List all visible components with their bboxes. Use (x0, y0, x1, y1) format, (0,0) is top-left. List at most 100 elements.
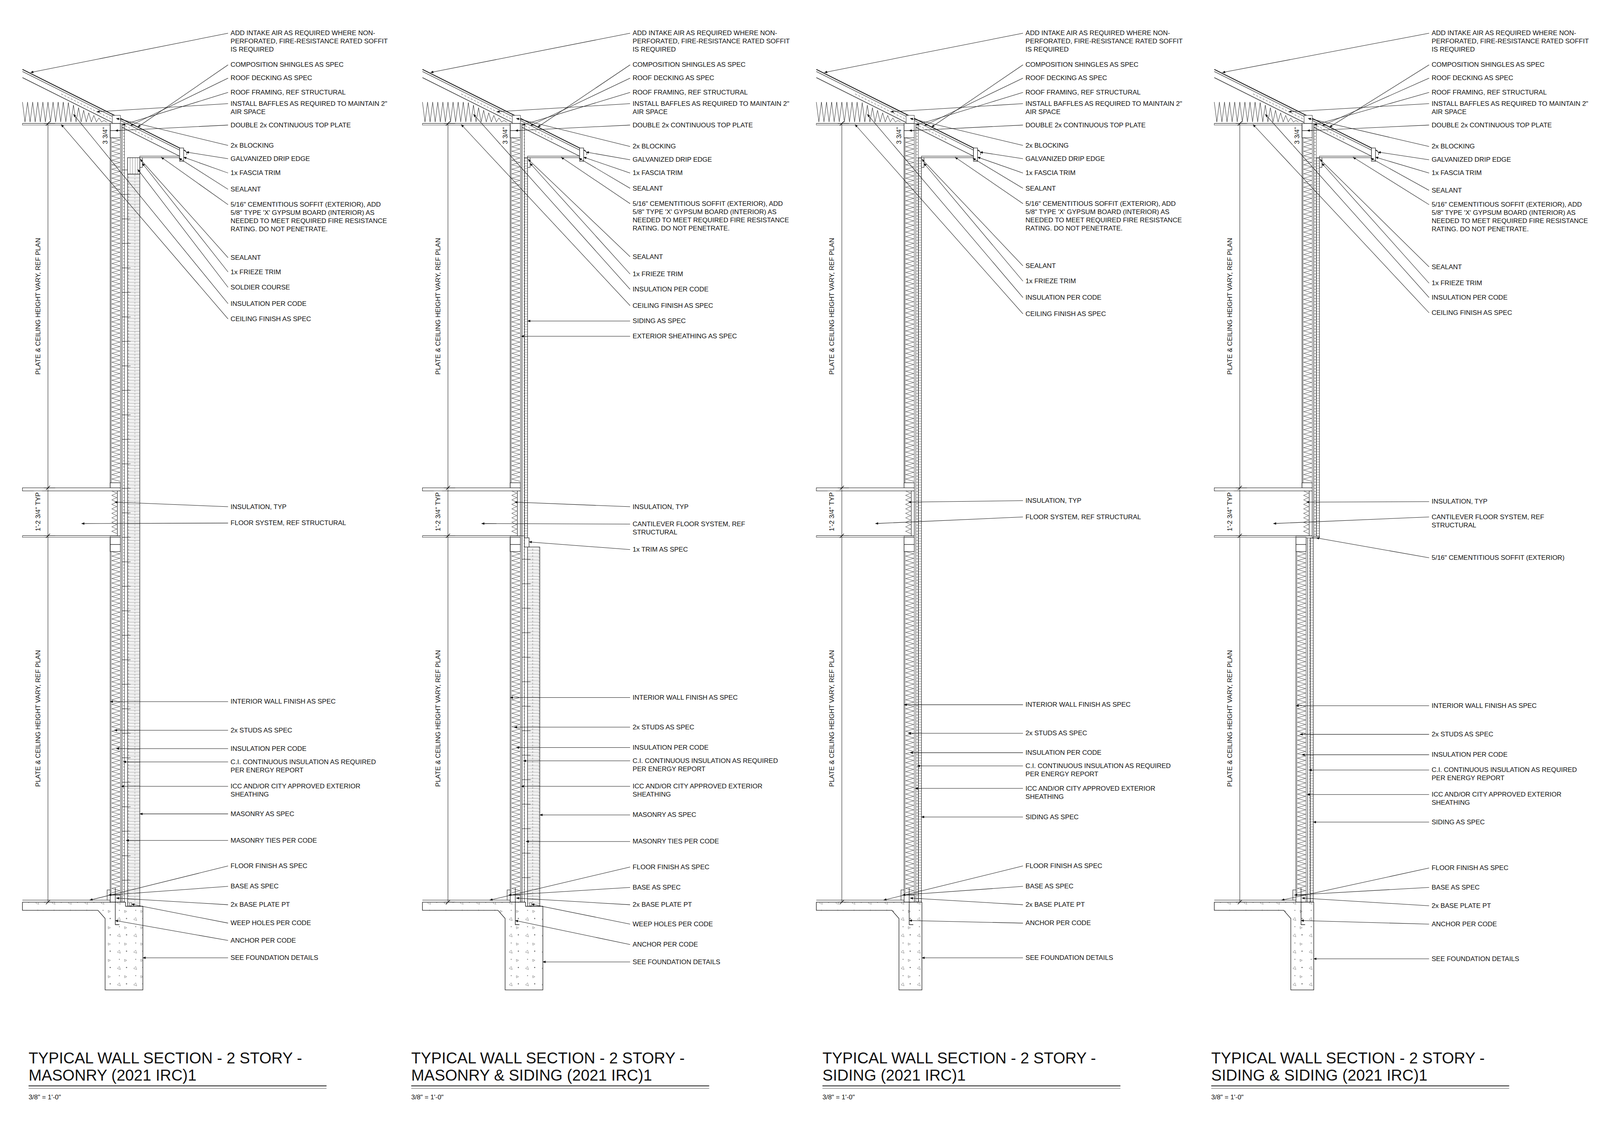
callout-label: 5/16" CEMENTITIOUS SOFFIT (EXTERIOR), AD… (1025, 199, 1184, 233)
callout-label: SEE FOUNDATION DETAILS (1431, 954, 1590, 963)
masonry-veneer (127, 157, 140, 907)
dimension-tick (1237, 485, 1242, 490)
leader-line (121, 785, 229, 787)
extension-line (443, 901, 456, 903)
dimension-tick (1237, 121, 1242, 126)
dimension-line (1239, 123, 1240, 902)
floor-depth-dimension: 1'-2 3/4" TYP (33, 491, 42, 533)
leader-line (561, 157, 631, 204)
continuous-insulation (521, 535, 525, 902)
leader-line (142, 957, 229, 958)
title-underline (822, 1085, 1121, 1087)
height-dimension: PLATE & CEILING HEIGHT VARY, REF PLAN (33, 236, 42, 376)
scale-note: 3/8" = 1'-0" (1211, 1092, 1244, 1102)
leader-line (909, 920, 1024, 924)
leader-line (126, 840, 229, 841)
leader-line (910, 898, 1024, 905)
callout-label: 1x FRIEZE TRIM (230, 267, 389, 277)
dimension-line (841, 123, 843, 902)
callout-label: CEILING FINISH AS SPEC (1025, 309, 1184, 318)
ceiling-finish (816, 535, 905, 538)
fascia-trim (579, 148, 584, 162)
masonry-tie (121, 439, 131, 440)
callout-label: SEALANT (1025, 184, 1184, 193)
leader-line (142, 163, 228, 272)
callout-label: SEALANT (1431, 262, 1590, 272)
callout-label: 5/16" CEMENTITIOUS SOFFIT (EXTERIOR), AD… (632, 199, 792, 233)
callout-label: INTERIOR WALL FINISH AS SPEC (1025, 700, 1184, 709)
leader-line (115, 920, 229, 941)
foundation (422, 901, 543, 990)
title-underline (411, 1085, 710, 1087)
rafter-line (816, 77, 974, 157)
masonry-tie (121, 732, 131, 734)
extension-line (443, 487, 456, 488)
callout-label: INSULATION PER CODE (230, 299, 389, 308)
foundation (22, 901, 143, 990)
callout-label: CANTILEVER FLOOR SYSTEM, REF STRUCTURAL (1431, 512, 1590, 530)
frieze-trim (139, 157, 143, 168)
bottom-plate (510, 482, 521, 488)
lap-siding (1310, 537, 1314, 903)
heel-blocking (512, 115, 521, 124)
leader-line (916, 92, 1024, 126)
section-title: TYPICAL WALL SECTION - 2 STORY - SIDING … (1211, 1049, 1508, 1084)
masonry-tie (121, 537, 131, 538)
leader-line (123, 761, 229, 763)
masonry-tie (521, 558, 531, 560)
ceiling-finish (422, 535, 511, 538)
leader-line (430, 33, 631, 73)
leader-line (910, 752, 1024, 753)
scale-note: 3/8" = 1'-0" (28, 1092, 61, 1102)
callout-label: INTERIOR WALL FINISH AS SPEC (1431, 701, 1590, 710)
leader-line (586, 151, 631, 160)
leader-line (461, 124, 631, 306)
callout-label: SEALANT (1431, 186, 1590, 195)
rim-joist (911, 491, 915, 536)
callout-label: FLOOR FINISH AS SPEC (632, 862, 792, 872)
callout-label: ICC AND/OR CITY APPROVED EXTERIOR SHEATH… (230, 782, 389, 799)
ceiling-finish (1214, 123, 1303, 125)
callout-label: BASE AS SPEC (632, 883, 792, 892)
leader-line (1371, 158, 1430, 191)
leader-line (530, 163, 631, 274)
title-underline (822, 1088, 1121, 1089)
callout-label: SIDING AS SPEC (632, 316, 792, 325)
leader-line (116, 748, 229, 749)
masonry-tie (121, 463, 131, 465)
masonry-tie (121, 708, 131, 709)
leader-line (1353, 157, 1430, 205)
masonry-tie (121, 830, 131, 832)
continuous-insulation (521, 123, 525, 536)
height-dimension: PLATE & CEILING HEIGHT VARY, REF PLAN (1225, 236, 1234, 376)
masonry-tie (121, 561, 131, 563)
floor-finish (1214, 900, 1293, 901)
leader-line (526, 841, 631, 842)
top-plate (110, 123, 121, 131)
leader-line (131, 904, 229, 924)
callout-label: INTERIOR WALL FINISH AS SPEC (230, 697, 389, 706)
masonry-tie (121, 488, 131, 489)
masonry-tie (521, 877, 531, 878)
callout-label: ICC AND/OR CITY APPROVED EXTERIOR SHEATH… (1025, 784, 1184, 801)
callout-label: GALVANIZED DRIP EDGE (1431, 155, 1590, 164)
callout-label: ANCHOR PER CODE (1025, 918, 1184, 927)
callout-label: 2x BLOCKING (1025, 141, 1184, 150)
heel-dimension: 3 3/4" (101, 125, 110, 146)
leader-line (515, 920, 631, 945)
scale-note: 3/8" = 1'-0" (411, 1092, 444, 1102)
leader-line (516, 898, 631, 905)
shingle-line (1214, 69, 1378, 152)
masonry-tie (121, 316, 131, 318)
exterior-sheathing (120, 123, 122, 902)
height-dimension: PLATE & CEILING HEIGHT VARY, REF PLAN (827, 648, 836, 788)
leader-lines (30, 33, 1429, 962)
callout-label: GALVANIZED DRIP EDGE (230, 154, 389, 163)
masonry-tie (121, 880, 131, 881)
leader-line (514, 726, 631, 728)
leader-line (1314, 92, 1430, 126)
leader-line (116, 898, 229, 905)
dimension-tick (46, 533, 50, 538)
bottom-plate (903, 482, 915, 488)
